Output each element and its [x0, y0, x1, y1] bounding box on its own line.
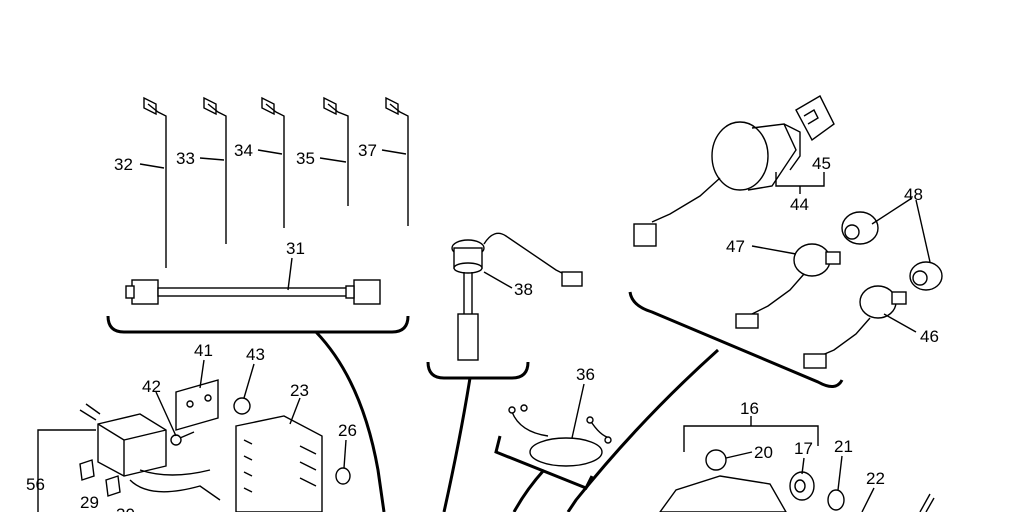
label-44: 44: [790, 195, 809, 214]
label-32: 32: [114, 155, 133, 174]
label-45: 45: [812, 154, 831, 173]
label-17: 17: [794, 439, 813, 458]
grommet-26: [335, 467, 351, 485]
label-21: 21: [834, 437, 853, 456]
wire-lead-32: [143, 96, 167, 268]
label-41: 41: [194, 341, 213, 360]
relay-box-56: [79, 403, 221, 501]
nut-43: [233, 397, 251, 415]
clip-36: [508, 404, 612, 467]
main-switch-44: [633, 95, 835, 247]
label-43: 43: [246, 345, 265, 364]
wire-lead-34: [261, 96, 285, 228]
label-31: 31: [286, 239, 305, 258]
label-23: 23: [290, 381, 309, 400]
label-48: 48: [904, 185, 923, 204]
fuse-30: [105, 475, 121, 497]
part-labels: 32 33 34 35 37 31 38 36 45 44 48 47 46 4…: [26, 141, 939, 512]
group-bracket-sensor: [426, 361, 530, 380]
bushing-48-upper: [841, 211, 879, 245]
fuse-29: [79, 459, 95, 481]
switch-46: [803, 285, 907, 369]
label-37: 37: [358, 141, 377, 160]
group-bracket-16: [683, 416, 819, 452]
label-56: 56: [26, 475, 45, 494]
cable-31: [125, 279, 381, 305]
wire-lead-35: [323, 96, 349, 206]
bracket-56-leader: [37, 429, 96, 512]
switch-47: [735, 243, 841, 329]
group-bracket-switch: [628, 291, 844, 388]
label-29: 29: [80, 493, 99, 512]
label-42: 42: [142, 377, 161, 396]
label-35: 35: [296, 149, 315, 168]
label-16: 16: [740, 399, 759, 418]
actuator-16: [659, 449, 935, 512]
label-33: 33: [176, 149, 195, 168]
label-26: 26: [338, 421, 357, 440]
group-bracket-clip: [494, 435, 594, 490]
label-30: 30: [116, 505, 135, 512]
leader-curves: [314, 330, 720, 512]
label-46: 46: [920, 327, 939, 346]
wire-lead-33: [203, 96, 227, 244]
fuse-block-23: [235, 415, 323, 512]
wire-lead-37: [385, 96, 409, 226]
label-20: 20: [754, 443, 773, 462]
group-bracket-wires: [106, 315, 410, 334]
sensor-38: [451, 232, 583, 361]
label-38: 38: [514, 280, 533, 299]
bracket-41: [175, 379, 219, 431]
label-36: 36: [576, 365, 595, 384]
label-22: 22: [866, 469, 885, 488]
bushing-48-lower: [909, 261, 943, 291]
leader-lines: [139, 149, 931, 512]
screw-42: [170, 431, 195, 446]
label-47: 47: [726, 237, 745, 256]
label-34: 34: [234, 141, 253, 160]
